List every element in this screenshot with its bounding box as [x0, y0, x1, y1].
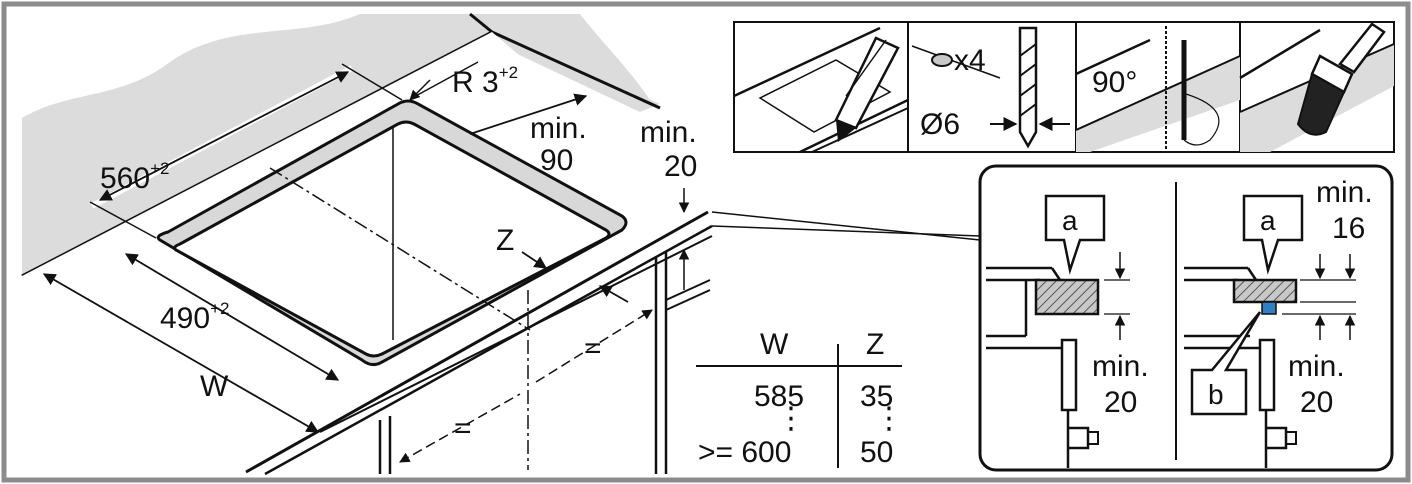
back-clearance-value: 90 — [540, 144, 573, 177]
front-clearance-min: min. — [640, 116, 697, 149]
front-clearance-value: 20 — [664, 150, 697, 183]
detail-left-value: 20 — [1104, 386, 1137, 419]
equal-right-label: = — [584, 332, 602, 365]
step-mark-pencil-icon — [733, 26, 909, 154]
table-ellipsis-w: ⋮ — [776, 402, 806, 435]
drill-diameter-label: Ø6 — [920, 108, 960, 141]
table-header-w: W — [760, 328, 789, 361]
detail-box: a min. 20 a b — [978, 164, 1394, 472]
detail-left-min: min. — [1092, 350, 1149, 383]
table-row-2-w: >= 600 — [698, 436, 791, 469]
detail-right-top-value: 16 — [1332, 212, 1365, 245]
detail-left-label-a: a — [1062, 205, 1078, 236]
table-row-2-z: 50 — [860, 436, 893, 469]
table-header-z: Z — [866, 328, 884, 361]
cutout-depth-label: 560+2 — [100, 159, 169, 195]
z-label: Z — [496, 224, 514, 257]
main-drawing: 560+2 R 3+2 min. 90 min. 20 490+2 W Z = … — [21, 12, 981, 476]
table-row-1-z: 35 — [860, 380, 893, 413]
screw-count-label: x4 — [954, 44, 986, 77]
step-brush-icon — [1239, 22, 1395, 152]
detail-right: a b min. 16 min. 20 — [1184, 176, 1373, 468]
saw-angle-label: 90° — [1092, 66, 1137, 99]
table-row-1-w: 585 — [754, 380, 804, 413]
detail-right-bottom-min: min. — [1288, 350, 1345, 383]
step-strip: x4 Ø6 90° — [733, 21, 1395, 154]
equal-left-label: = — [454, 412, 472, 445]
corner-radius-label: R 3+2 — [452, 63, 518, 99]
worktop-section-hatched — [1034, 278, 1100, 316]
dimension-table: W Z 585 35 ⋮ ⋮ >= 600 50 — [696, 328, 904, 469]
table-ellipsis-z: ⋮ — [874, 402, 904, 435]
detail-left: a min. 20 — [986, 194, 1149, 468]
detail-right-label-b: b — [1208, 379, 1224, 410]
step-saw-icon: 90° — [1075, 26, 1241, 152]
width-label: W — [200, 370, 229, 403]
sealant-strip — [1261, 301, 1277, 315]
step-drill-icon: x4 Ø6 — [911, 26, 1070, 149]
detail-right-top-min: min. — [1316, 176, 1373, 209]
back-clearance-min: min. — [530, 112, 587, 145]
worktop-section-hatched-right — [1232, 278, 1298, 304]
detail-right-label-a: a — [1260, 205, 1276, 236]
detail-right-bottom-value: 20 — [1300, 386, 1333, 419]
cutout-width-label: 490+2 — [160, 299, 229, 335]
